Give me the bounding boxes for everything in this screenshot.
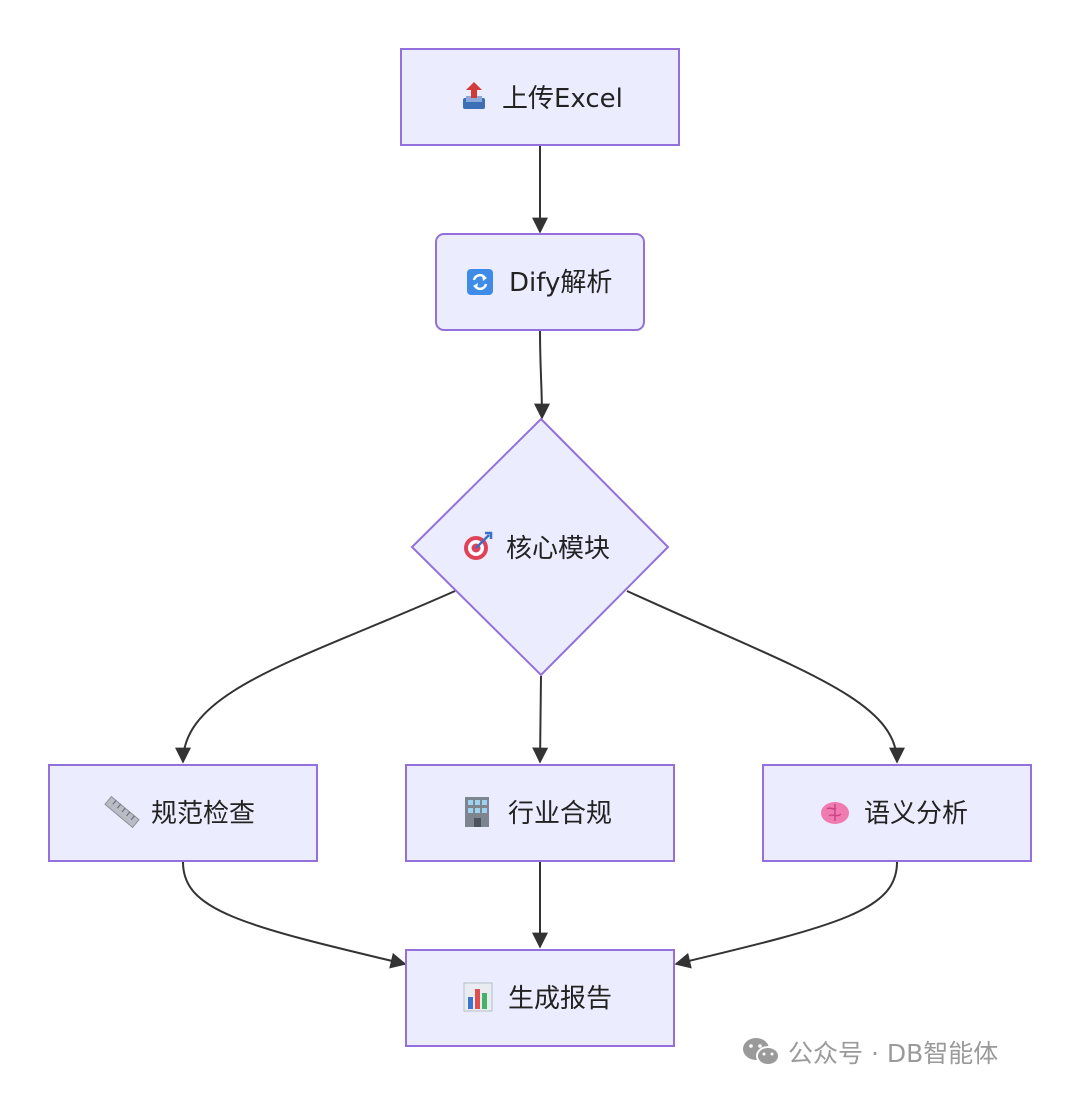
- ruler-icon: [104, 795, 140, 829]
- edge-dify-to-core: [533, 329, 550, 420]
- node-dify[interactable]: Dify解析: [435, 233, 645, 331]
- node-spec-box: [48, 764, 318, 862]
- node-semantic[interactable]: 语义分析: [762, 764, 1032, 862]
- node-report-label: 生成报告: [508, 984, 612, 1014]
- edge-core-to-semantic: [626, 590, 905, 764]
- node-industry-label: 行业合规: [508, 799, 612, 829]
- node-industry-box: [405, 764, 675, 862]
- node-report[interactable]: 生成报告: [405, 949, 675, 1047]
- watermark-text: 公众号 · DB智能体: [788, 1039, 999, 1068]
- node-semantic-box: [762, 764, 1032, 862]
- edge-core-to-spec: [175, 590, 456, 764]
- node-dify-box: [435, 233, 645, 331]
- edge-spec-to-report: [182, 861, 407, 969]
- node-dify-label: Dify解析: [509, 268, 612, 298]
- direct-hit-target-icon: [464, 531, 493, 560]
- office-building-icon: [465, 797, 489, 827]
- wechat-icon: [743, 1038, 780, 1066]
- edge-semantic-to-report: [674, 861, 898, 969]
- node-semantic-label: 语义分析: [864, 799, 968, 829]
- watermark: 公众号 · DB智能体: [742, 1034, 998, 1070]
- node-upload-label: 上传Excel: [502, 84, 623, 114]
- counterclockwise-arrows-icon: [467, 269, 493, 295]
- node-upload-box: [400, 48, 680, 146]
- edges: [175, 146, 905, 969]
- node-report-box: [405, 949, 675, 1047]
- node-spec[interactable]: 规范检查: [48, 764, 318, 862]
- node-spec-label: 规范检查: [151, 799, 255, 829]
- node-core[interactable]: 核心模块: [410, 417, 670, 677]
- bar-chart-icon: [463, 982, 493, 1012]
- node-upload[interactable]: 上传Excel: [400, 48, 680, 146]
- inbox-tray-upload-icon: [463, 82, 485, 109]
- edge-core-to-industry: [532, 675, 549, 764]
- node-core-label: 核心模块: [506, 534, 610, 564]
- brain-icon: [821, 802, 849, 824]
- node-core-diamond: [410, 417, 670, 677]
- node-industry[interactable]: 行业合规: [405, 764, 675, 862]
